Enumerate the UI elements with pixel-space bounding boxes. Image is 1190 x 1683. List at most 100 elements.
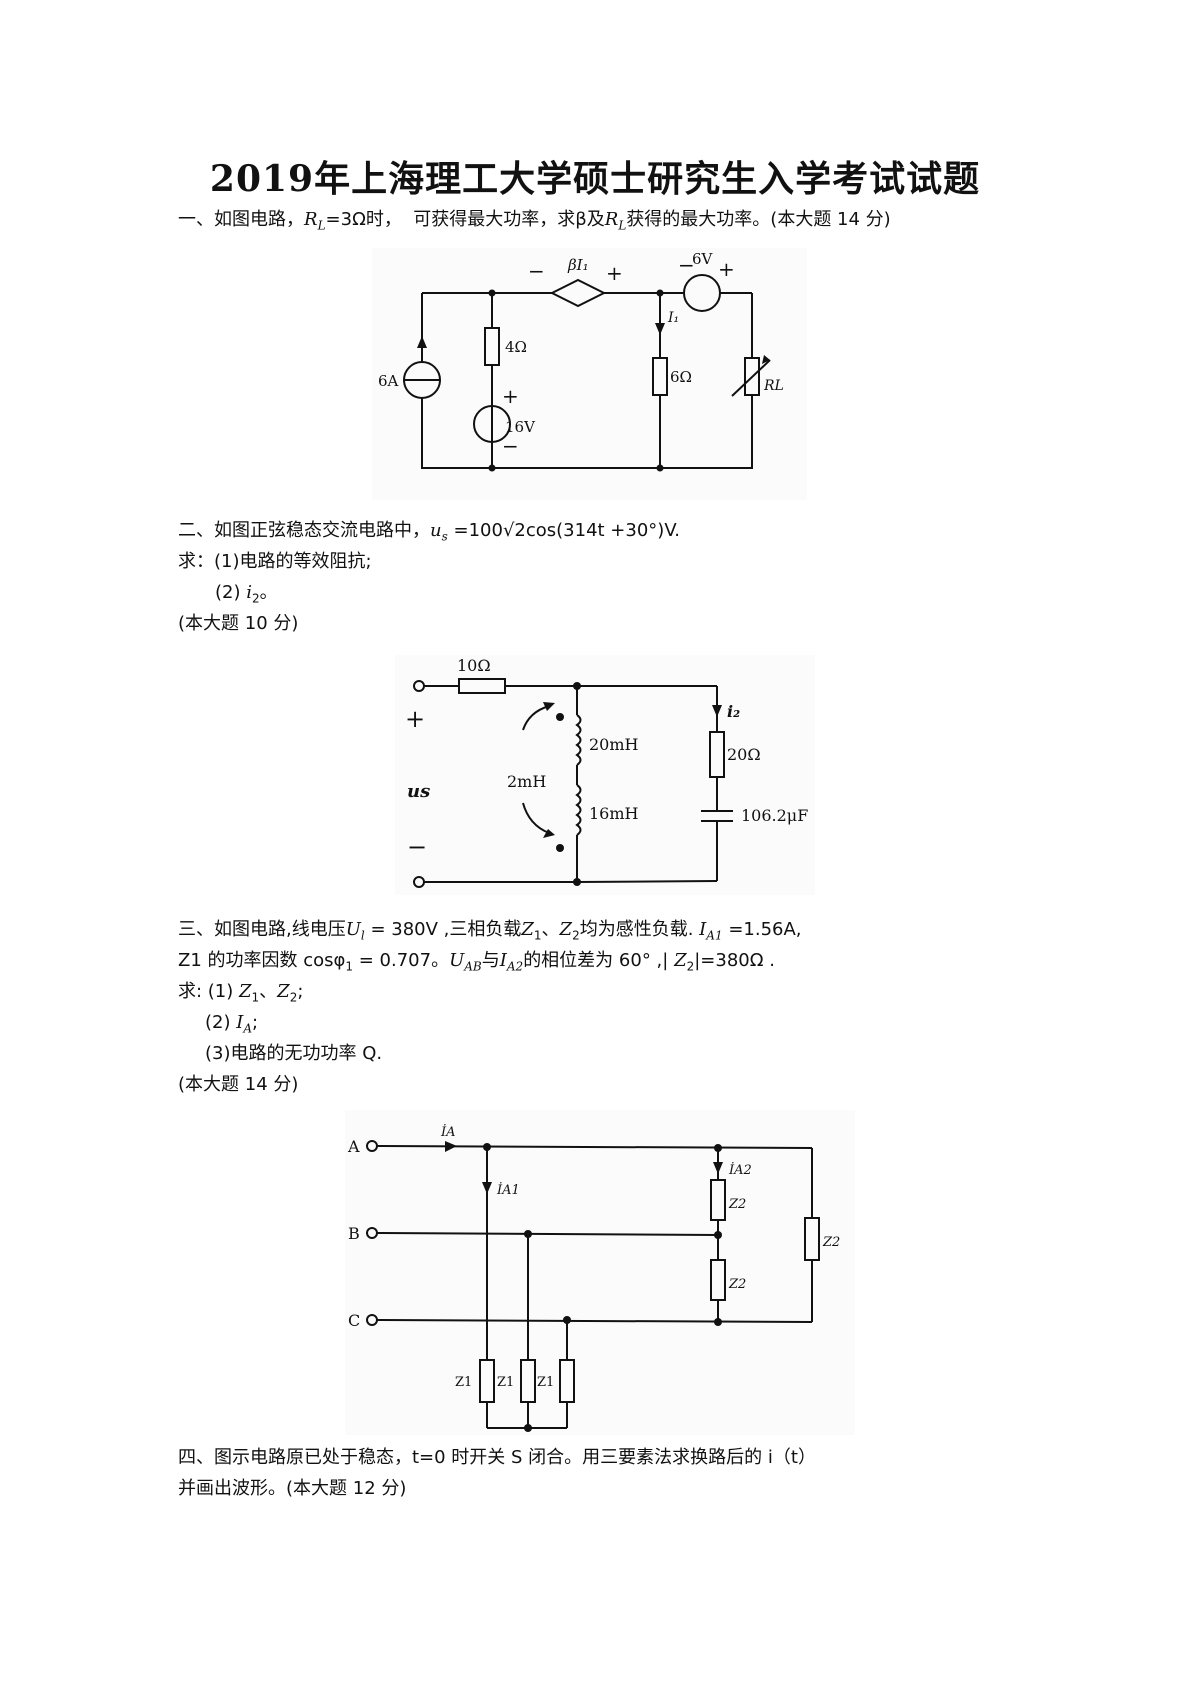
q3-line2-e: |=380Ω . (694, 950, 775, 971)
q3-impedance-z2-bc (710, 1259, 726, 1301)
q3-circuit-figure: A B C İA İA1 İA2 Z2 Z2 Z2 Z1 Z1 Z1 (345, 1110, 855, 1435)
q3-line2: Z1 的功率因数 cosφ1 = 0.707。UAB与IA2的相位差为 60° … (178, 949, 775, 979)
q3-line3-a: 求: (1) (178, 981, 240, 1002)
q3-ia: I (236, 1012, 244, 1033)
q3-label-z2-bc: Z2 (728, 1277, 746, 1292)
q3-line3-z2: Z (277, 981, 290, 1002)
q1-arrow-i1 (655, 323, 665, 335)
q1-statement: 一、如图电路，RL=3Ω时， 可获得最大功率，求β及RL获得的最大功率。(本大题… (178, 208, 891, 238)
q3-line1-b: = 380V ,三相负载 (364, 919, 522, 940)
q1-label-6a: 6A (378, 372, 399, 390)
q3-line3-z2-sub: 2 (289, 990, 298, 1005)
q3-z1: Z (521, 919, 534, 940)
q2-score: (本大题 10 分) (178, 613, 299, 634)
q1-text2: 可获得最大功率，求β及 (413, 209, 605, 230)
q2-dot-bottom (556, 844, 564, 852)
q3-terminal-b (366, 1227, 378, 1239)
q1-node (488, 289, 496, 297)
q1-label-minus-dep: − (528, 259, 545, 283)
q3-circuit-diagram: A B C İA İA1 İA2 Z2 Z2 Z2 Z1 Z1 Z1 (347, 1123, 840, 1432)
q3-ul-sub: l (360, 928, 365, 943)
q1-dependent-source (549, 278, 607, 308)
q3-arrow-ia2 (713, 1162, 723, 1174)
q2-expression: =100√2cos(314t +30°)V. (453, 520, 681, 541)
q4-line1: 四、图示电路原已处于稳态，t=0 时开关 S 闭合。用三要素法求换路后的 i（t… (178, 1447, 816, 1468)
q3-line4-b: ; (252, 1012, 259, 1033)
q3-impedance-z2-ca (804, 1217, 820, 1261)
q3-node (714, 1144, 722, 1152)
q3-line2-c: 与 (481, 950, 500, 971)
q2-line2: 求：(1)电路的等效阻抗; (178, 551, 372, 572)
q3-uab: U (449, 950, 465, 971)
q3-label-c: C (348, 1311, 360, 1330)
q1-circuit-figure: 6A 4Ω + 16V − − βI₁ + I₁ 6Ω − 6V + RL (372, 248, 807, 500)
q2-i2-sub: 2 (252, 591, 260, 606)
q4-line2: 并画出波形。(本大题 12 分) (178, 1478, 407, 1499)
q1-circuit-diagram: 6A 4Ω + 16V − − βI₁ + I₁ 6Ω − 6V + RL (378, 250, 784, 472)
q3-z2-sub: 2 (572, 928, 580, 943)
q2-node (573, 878, 581, 886)
q3-node-neutral (524, 1424, 532, 1432)
q2-us-sub: s (441, 529, 448, 544)
q2-label-i2: i₂ (727, 702, 740, 721)
q3-ia2-sub: A2 (506, 959, 524, 974)
q1-label-plus-16v: + (502, 384, 519, 408)
q3-ia1: I (699, 919, 707, 940)
q2-line1: 二、如图正弦稳态交流电路中，us =100√2cos(314t +30°)V. (178, 519, 680, 549)
q3-line2-d: 的相位差为 60° ,| (523, 950, 669, 971)
q1-label-6ohm: 6Ω (670, 368, 692, 386)
q1-text3: 获得的最大功率。(本大题 14 分) (626, 209, 891, 230)
q3-label-z1-a: Z1 (455, 1375, 472, 1390)
q3-node (714, 1318, 722, 1326)
q3-label-z2-ab: Z2 (728, 1197, 746, 1212)
q3-label-ia2: İA2 (728, 1161, 752, 1178)
q2-label-plus: + (405, 705, 425, 733)
q3-impedance-z1-c (559, 1359, 575, 1403)
q3-arrow-ia1 (482, 1182, 492, 1194)
q3-line4-a: (2) (205, 1012, 237, 1033)
q3-node (524, 1230, 532, 1238)
q1-condition: =3Ω时， (325, 209, 402, 230)
q3-node (714, 1231, 722, 1239)
q2-us-symbol: u (430, 520, 442, 541)
q1-node (488, 464, 496, 472)
q3-z1-sub: 1 (533, 928, 542, 943)
q1-label-dep-source: βI₁ (567, 256, 589, 274)
q2-label-minus: − (407, 833, 427, 861)
q3-label-z2-ca: Z2 (822, 1235, 840, 1250)
q2-inductor-20mh (575, 714, 582, 766)
q3-node (563, 1316, 571, 1324)
q3-impedance-z1-b (520, 1359, 536, 1403)
q2-label-10ohm: 10Ω (457, 656, 491, 675)
q1-label-plus-dep: + (606, 261, 623, 285)
q2-label-capacitor: 106.2μF (741, 806, 808, 825)
q1-label-6v: 6V (692, 250, 714, 268)
q1-label-rl: RL (763, 378, 784, 394)
q3-line1-c: 、 (541, 919, 560, 940)
q3-line3-z1-sub: 1 (251, 990, 260, 1005)
q2-label-20mh: 20mH (589, 735, 639, 754)
q1-label-4ohm: 4Ω (505, 338, 527, 356)
q1-voltage-source-6v (683, 274, 721, 312)
q1-rl-symbol: R (304, 209, 318, 230)
q2-resistor-20ohm (709, 731, 725, 778)
q3-line3: 求: (1) Z1、Z2; (178, 980, 303, 1010)
q3-impedance-z1-a (479, 1359, 495, 1403)
q2-circuit-figure: 10Ω + us − 2mH 20mH 16mH i₂ 20Ω 106.2μF (395, 655, 815, 895)
q3-ia2: I (499, 950, 507, 971)
q2-mutual-arrow-bottom (522, 802, 550, 834)
q3-terminal-c (366, 1314, 378, 1326)
q2-label-20ohm: 20Ω (727, 745, 761, 764)
q1-wire-outer (421, 293, 753, 469)
q3-label-z1-b: Z1 (497, 1375, 514, 1390)
q2-line3: (2) i2。 (215, 581, 278, 611)
q1-rl-symbol-2: R (604, 209, 619, 230)
q2-resistor-10ohm (458, 678, 506, 694)
q2-terminal-top (413, 680, 425, 692)
q3-ul: U (345, 919, 361, 940)
q2-inductor-16mh (575, 784, 582, 836)
q1-resistor-6ohm (652, 357, 668, 396)
q1-label-minus-6v: − (678, 253, 695, 277)
q3-line1-e: =1.56A, (722, 919, 802, 940)
q3-line1-a: 三、如图电路,线电压 (178, 919, 346, 940)
